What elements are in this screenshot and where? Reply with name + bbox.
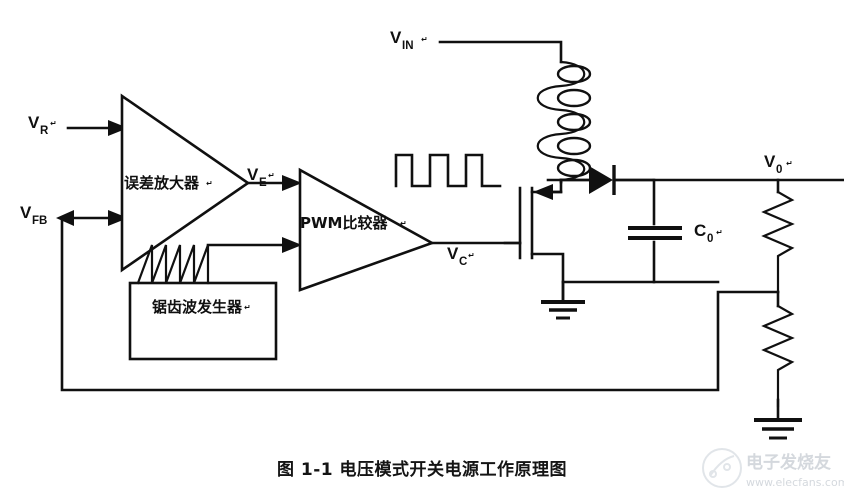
label-v-control-sub: C xyxy=(459,256,467,268)
v-ref-input-net xyxy=(66,120,128,136)
label-v-fb-sub: FB xyxy=(32,215,47,227)
label-v-in: V IN ↵ xyxy=(390,28,428,52)
v-in-net xyxy=(438,40,563,64)
v-error-net xyxy=(246,175,302,191)
label-v-ref-mark: ↵ xyxy=(50,119,57,128)
label-v-error-mark: ↵ xyxy=(268,171,275,180)
sawtooth-output-net xyxy=(206,237,302,253)
label-c-out-base: C xyxy=(694,221,706,240)
label-v-in-mark: ↵ xyxy=(421,35,428,44)
v-fb-input-net xyxy=(56,210,128,226)
label-v-out-base: V xyxy=(764,152,776,171)
upper-resistor-symbol xyxy=(761,178,795,294)
label-v-out: V 0 ↵ xyxy=(764,152,793,176)
label-v-fb: V FB xyxy=(20,203,47,227)
label-v-control-mark: ↵ xyxy=(468,251,475,260)
label-c-out-sub: 0 xyxy=(707,233,713,245)
inductor-symbol xyxy=(536,60,592,184)
label-v-fb-base: V xyxy=(20,203,32,222)
label-sawtooth-generator-mark: ↵ xyxy=(244,303,251,312)
label-output-capacitor: C 0 ↵ xyxy=(694,221,723,245)
label-error-amplifier: 误差放大器 ↵ xyxy=(124,174,213,192)
label-v-ref-base: V xyxy=(28,113,40,132)
feedback-return-path xyxy=(60,216,780,392)
label-v-out-mark: ↵ xyxy=(786,159,793,168)
label-sawtooth-generator-text: 锯齿波发生器 xyxy=(152,298,243,316)
figure-caption: 图 1-1 电压模式开关电源工作原理图 xyxy=(276,460,568,480)
label-v-in-base: V xyxy=(390,28,402,47)
label-v-control-base: V xyxy=(447,244,459,263)
pwm-comparator-block xyxy=(298,167,436,292)
label-v-in-sub: IN xyxy=(402,40,414,52)
label-sawtooth-generator: 锯齿波发生器 ↵ xyxy=(152,298,251,316)
label-v-error-base: V xyxy=(247,165,259,184)
label-error-amplifier-mark: ↵ xyxy=(206,179,213,188)
label-v-control: V C ↵ xyxy=(447,244,475,268)
label-v-ref: V R ↵ xyxy=(28,113,57,137)
label-v-out-sub: 0 xyxy=(776,164,782,176)
label-error-amplifier-text: 误差放大器 xyxy=(124,174,200,192)
pwm-pulse-waveform xyxy=(394,153,502,188)
label-v-error: V E ↵ xyxy=(247,165,275,189)
error-amplifier-block xyxy=(120,93,251,273)
output-capacitor-symbol xyxy=(628,178,682,284)
ground-symbol-divider xyxy=(754,398,802,440)
label-c-out-mark: ↵ xyxy=(716,228,723,237)
ground-symbol-switch xyxy=(541,280,585,320)
label-pwm-comparator-mark: ↵ xyxy=(400,219,407,228)
mosfet-symbol xyxy=(503,178,565,302)
label-v-ref-sub: R xyxy=(40,125,49,137)
sawtooth-waveform xyxy=(136,244,210,285)
label-v-error-sub: E xyxy=(259,177,267,189)
lower-resistor-symbol xyxy=(761,290,795,408)
sawtooth-generator-block xyxy=(128,281,278,361)
label-pwm-comparator: PWM比较器 ↵ xyxy=(300,214,407,232)
label-pwm-comparator-text: PWM比较器 xyxy=(300,214,388,232)
